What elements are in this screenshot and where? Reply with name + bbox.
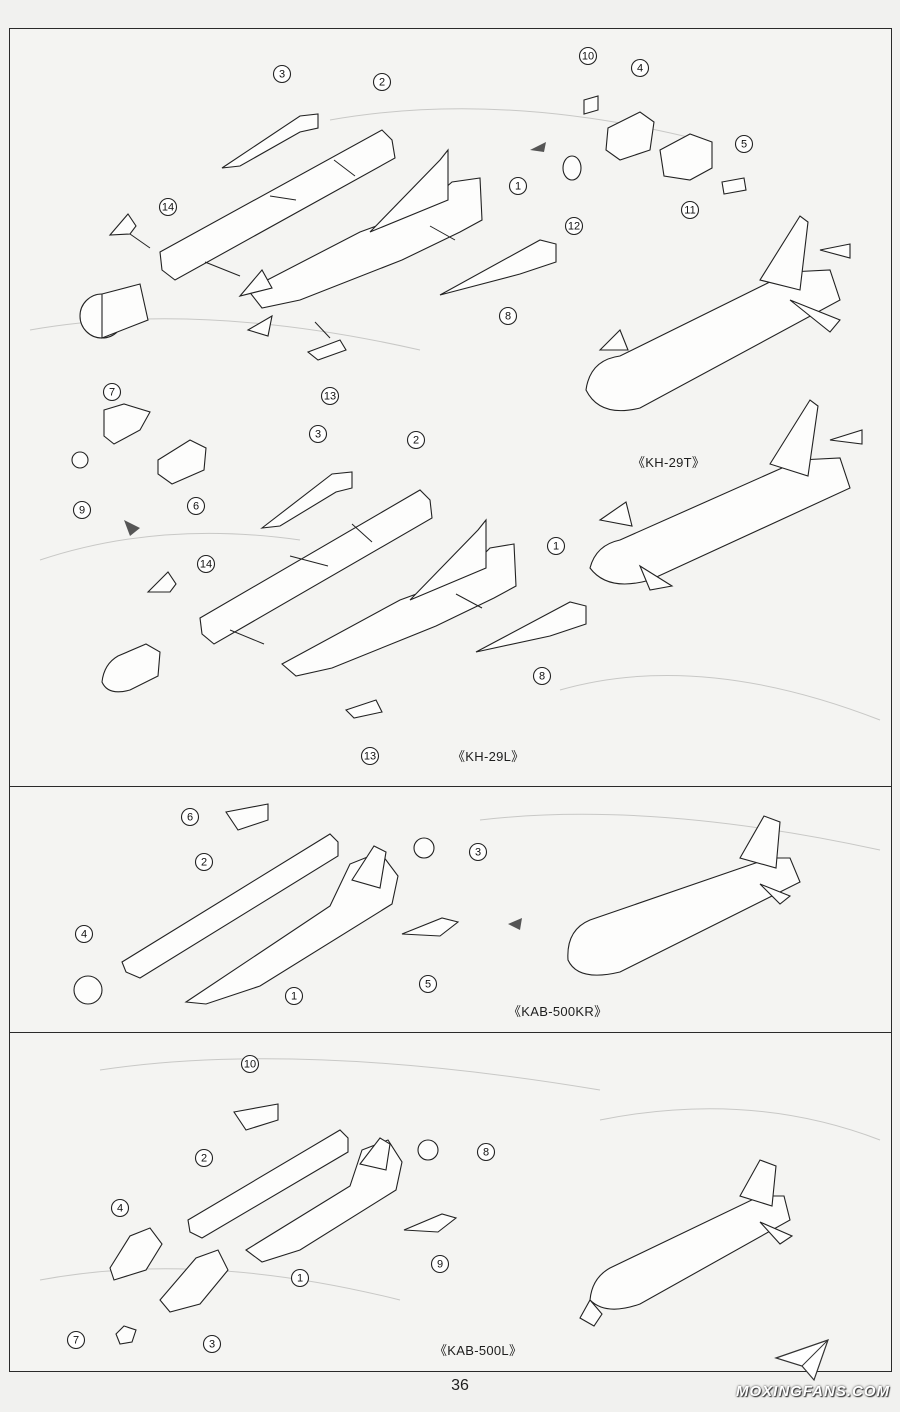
part-number-label: 9 <box>437 1259 443 1271</box>
fin-small-part <box>108 213 137 236</box>
part-number-label: 2 <box>379 77 385 89</box>
part-number-callout: 3 <box>272 64 292 84</box>
part-number-callout: 2 <box>372 72 392 92</box>
part-number-callout: 6 <box>186 496 206 516</box>
part-number-callout: 6 <box>180 807 200 827</box>
part-number-callout: 7 <box>102 382 122 402</box>
part-number-label: 10 <box>582 51 594 63</box>
part-number-label: 14 <box>200 559 212 571</box>
part-number-label: 6 <box>187 812 193 824</box>
part-number-label: 1 <box>553 541 559 553</box>
part-number-label: 1 <box>291 991 297 1003</box>
part-number-callout: 4 <box>74 924 94 944</box>
part-number-callout: 3 <box>468 842 488 862</box>
part-number-label: 2 <box>201 857 207 869</box>
part-number-label: 1 <box>297 1273 303 1285</box>
part-number-callout: 14 <box>158 197 178 217</box>
part-number-label: 3 <box>475 847 481 859</box>
part-number-callout: 9 <box>72 500 92 520</box>
part-number-callout: 4 <box>630 58 650 78</box>
part-number-callout: 1 <box>290 1268 310 1288</box>
kab500kr-caption: 《KAB-500KR》 <box>508 1004 608 1019</box>
part-number-callout: 4 <box>110 1198 130 1218</box>
section-divider <box>9 1032 892 1033</box>
kh29l-assembled <box>589 399 863 591</box>
page-number: 36 <box>451 1377 469 1394</box>
part-number-label: 5 <box>741 139 747 151</box>
kh29t-assembled <box>585 215 851 412</box>
part-number-callout: 11 <box>680 200 700 220</box>
kh29t-exploded-view <box>79 113 557 361</box>
part-number-label: 4 <box>637 63 643 75</box>
part-number-callout: 8 <box>498 306 518 326</box>
part-number-callout: 10 <box>240 1054 260 1074</box>
kab500l-exploded-view <box>109 1103 458 1345</box>
part-number-callout: 10 <box>578 46 598 66</box>
instruction-frame <box>9 28 892 1372</box>
part-number-callout: 7 <box>66 1330 86 1350</box>
part-number-callout: 8 <box>476 1142 496 1162</box>
fin-part <box>221 113 319 169</box>
kab500l-assembled <box>579 1159 794 1327</box>
kh29l-caption: 《KH-29L》 <box>452 749 525 764</box>
part-number-callout: 1 <box>284 986 304 1006</box>
part-number-callout: 13 <box>360 746 380 766</box>
part-number-callout: 3 <box>308 424 328 444</box>
kab500kr-assembled <box>567 815 801 976</box>
section-divider <box>9 786 892 787</box>
part-number-label: 11 <box>684 205 695 217</box>
part-number-callout: 3 <box>202 1334 222 1354</box>
part-number-label: 10 <box>244 1059 256 1071</box>
part-number-label: 4 <box>81 929 87 941</box>
part-number-callout: 5 <box>418 974 438 994</box>
kh29t-seeker-subassembly <box>530 95 747 195</box>
part-number-callout: 2 <box>194 852 214 872</box>
kab500l-caption: 《KAB-500L》 <box>434 1343 523 1358</box>
part-number-callout: 13 <box>320 386 340 406</box>
wing-part <box>439 239 557 296</box>
part-number-callout: 9 <box>430 1254 450 1274</box>
part-number-label: 4 <box>117 1203 123 1215</box>
wing-part <box>369 148 449 233</box>
part-number-label: 13 <box>364 751 376 763</box>
part-number-callout: 12 <box>564 216 584 236</box>
part-number-callout: 1 <box>508 176 528 196</box>
part-number-callout: 2 <box>194 1148 214 1168</box>
part-number-label: 13 <box>324 391 336 403</box>
kab500kr-exploded-view <box>73 803 522 1005</box>
part-number-label: 3 <box>315 429 321 441</box>
part-number-label: 8 <box>483 1147 489 1159</box>
part-number-callout: 8 <box>532 666 552 686</box>
part-number-callout: 2 <box>406 430 426 450</box>
kh29t-caption: 《KH-29T》 <box>632 455 706 470</box>
body-half-part <box>159 129 396 281</box>
kh29l-exploded-view <box>71 403 587 719</box>
part-number-label: 9 <box>79 505 85 517</box>
part-number-label: 14 <box>162 202 174 214</box>
part-number-label: 2 <box>201 1153 207 1165</box>
part-number-label: 7 <box>73 1335 79 1347</box>
part-number-label: 1 <box>515 181 521 193</box>
part-number-callout: 14 <box>196 554 216 574</box>
watermark: MOXINGFANS.COM <box>735 1383 890 1400</box>
part-number-label: 8 <box>505 311 511 323</box>
part-number-callout: 1 <box>546 536 566 556</box>
part-number-label: 5 <box>425 979 431 991</box>
part-number-callout: 5 <box>734 134 754 154</box>
paper-plane-logo-icon <box>774 1339 829 1382</box>
part-number-label: 6 <box>193 501 199 513</box>
part-number-label: 3 <box>209 1339 215 1351</box>
part-number-label: 7 <box>109 387 115 399</box>
fin-small-part <box>306 339 347 361</box>
part-number-label: 3 <box>279 69 285 81</box>
part-number-label: 12 <box>568 221 580 233</box>
part-number-label: 2 <box>413 435 419 447</box>
part-number-label: 8 <box>539 671 545 683</box>
